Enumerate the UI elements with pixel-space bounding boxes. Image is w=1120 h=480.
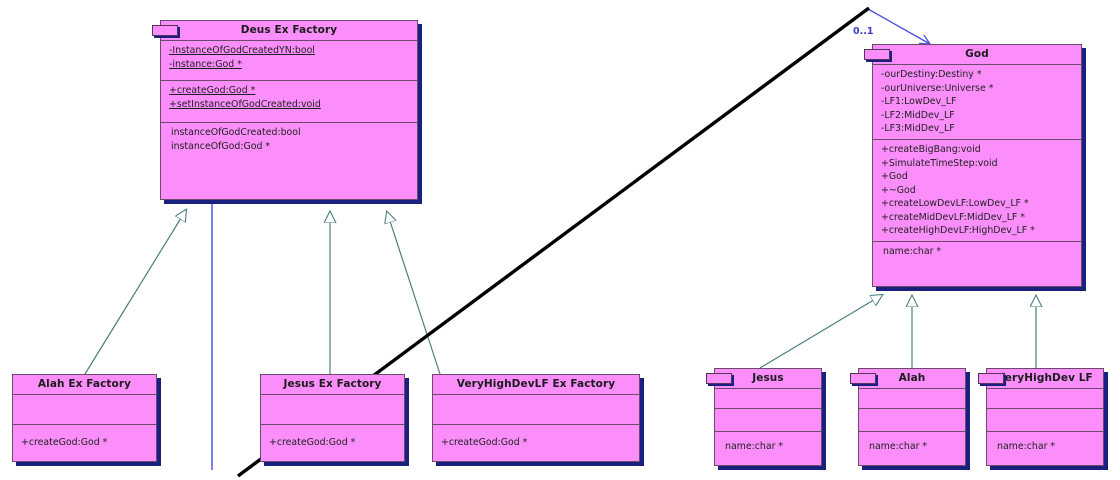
attributes-compartment [13, 394, 156, 424]
attributes-compartment [715, 388, 821, 408]
generalization-veryhighdevlf-factory-to-deus [387, 212, 441, 375]
extras-compartment: name:char * [859, 431, 965, 465]
operation-item: +setInstanceOfGodCreated:void [169, 98, 321, 110]
extra-item: name:char * [725, 441, 784, 452]
attributes-compartment: -InstanceOfGodCreatedYN:bool -instance:G… [161, 40, 417, 80]
operation-item: +SimulateTimeStep:void [881, 157, 998, 169]
attributes-compartment [433, 394, 639, 424]
extras-compartment: name:char * [873, 241, 1081, 269]
attribute-item: -InstanceOfGodCreatedYN:bool [169, 45, 315, 56]
extra-item: name:char * [997, 441, 1056, 452]
generalization-jesus-to-god [759, 295, 882, 369]
extra-item: instanceOfGodCreated:bool [171, 127, 301, 138]
operations-compartment: +createGod:God * +setInstanceOfGodCreate… [161, 80, 417, 122]
class-icon-tab [864, 49, 890, 60]
attribute-item: -LF3:MidDev_LF [881, 123, 955, 134]
operation-item: +createMidDevLF:MidDev_LF * [881, 211, 1025, 223]
attributes-compartment [859, 388, 965, 408]
class-title: Jesus Ex Factory [283, 378, 382, 390]
operations-compartment: +createGod:God * [433, 424, 639, 462]
generalization-alah-factory-to-deus [84, 210, 186, 375]
extra-item: instanceOfGod:God * [171, 140, 271, 152]
class-title: VeryHighDev LF [997, 372, 1093, 384]
operation-item: +createGod:God * [21, 437, 108, 448]
operation-item: +God [881, 171, 908, 182]
operation-item: +createLowDevLF:LowDev_LF * [881, 198, 1029, 209]
operation-item: +createHighDevLF:HighDev_LF * [881, 225, 1035, 236]
class-deus-ex-factory[interactable]: Deus Ex Factory -InstanceOfGodCreatedYN:… [152, 20, 418, 200]
operations-compartment: +createGod:God * [13, 424, 156, 462]
operations-compartment [859, 408, 965, 431]
extras-compartment: name:char * [715, 431, 821, 465]
extra-item: name:char * [869, 441, 928, 452]
class-jesus-ex-factory[interactable]: Jesus Ex Factory +createGod:God * [260, 374, 405, 462]
class-icon-tab [978, 373, 1004, 384]
class-jesus[interactable]: Jesus name:char * [706, 368, 822, 466]
class-alah-ex-factory[interactable]: Alah Ex Factory +createGod:God * [12, 374, 157, 462]
operations-compartment: +createGod:God * [261, 424, 404, 462]
attribute-item: -LF1:LowDev_LF [881, 96, 957, 107]
attributes-compartment: -ourDestiny:Destiny * -ourUniverse:Unive… [873, 64, 1081, 139]
class-god[interactable]: God -ourDestiny:Destiny * -ourUniverse:U… [864, 44, 1082, 287]
class-title: Alah Ex Factory [37, 378, 132, 390]
operations-compartment [987, 408, 1103, 431]
attribute-item: -ourDestiny:Destiny * [881, 69, 982, 80]
class-veryhighdevlf-ex-factory[interactable]: VeryHighDevLF Ex Factory +createGod:God … [432, 374, 640, 462]
association-multiplicity-label: 0..1 [853, 26, 874, 37]
attribute-item: -instance:God * [169, 58, 242, 70]
class-icon-tab [152, 25, 178, 36]
class-title: Alah [898, 372, 926, 384]
operation-item: +~God [881, 184, 916, 196]
attributes-compartment [261, 394, 404, 424]
class-veryhighdev-lf[interactable]: VeryHighDev LF name:char * [978, 368, 1104, 466]
class-alah[interactable]: Alah name:char * [850, 368, 966, 466]
operation-item: +createGod:God * [269, 437, 356, 448]
operations-compartment: +createBigBang:void +SimulateTimeStep:vo… [873, 139, 1081, 241]
operation-item: +createGod:God * [169, 85, 256, 96]
operation-item: +createBigBang:void [881, 144, 981, 155]
class-title: VeryHighDevLF Ex Factory [456, 378, 616, 390]
extras-compartment: instanceOfGodCreated:bool instanceOfGod:… [161, 122, 417, 168]
class-icon-tab [850, 373, 876, 384]
operations-compartment [715, 408, 821, 431]
attributes-compartment [987, 388, 1103, 408]
attribute-item: -LF2:MidDev_LF [881, 109, 955, 121]
operation-item: +createGod:God * [441, 437, 528, 448]
class-icon-tab [706, 373, 732, 384]
extra-item: name:char * [883, 246, 942, 257]
class-title: God [965, 48, 989, 60]
extras-compartment: name:char * [987, 431, 1103, 465]
attribute-item: -ourUniverse:Universe * [881, 82, 994, 94]
class-title: Deus Ex Factory [240, 24, 338, 36]
